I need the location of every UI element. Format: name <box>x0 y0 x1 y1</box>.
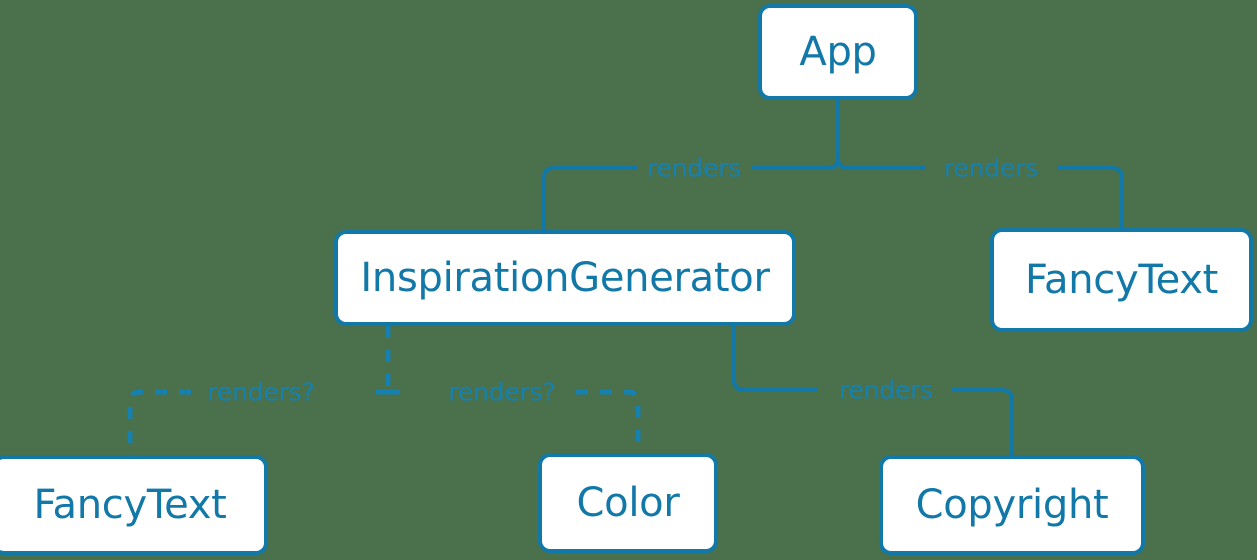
edge-inspiration-to-copyright-left-seg <box>732 326 818 392</box>
edge-label-inspiration-to-color: renders? <box>448 377 556 407</box>
node-color[interactable]: Color <box>538 453 718 553</box>
edge-inspiration-to-copyright-right-seg <box>952 388 1014 455</box>
edge-label-inspiration-to-copyright: renders <box>838 375 934 405</box>
edge-label-app-to-inspiration: renders <box>646 153 742 183</box>
node-copyright-label: Copyright <box>915 482 1109 528</box>
edge-app-to-inspiration-left-seg <box>542 166 637 230</box>
node-fancytext-top-label: FancyText <box>1024 257 1219 303</box>
node-fancytext-top[interactable]: FancyText <box>990 228 1253 332</box>
node-fancytext-bottom-label: FancyText <box>33 482 227 528</box>
edge-app-to-fancytext-right-seg <box>1058 166 1124 228</box>
node-app-label: App <box>799 29 877 75</box>
node-inspiration-generator-label: InspirationGenerator <box>360 255 770 301</box>
edge-inspiration-to-fancytext-dashed <box>127 389 191 455</box>
node-fancytext-bottom[interactable]: FancyText <box>0 455 268 555</box>
edge-inspiration-to-color-dashed <box>576 389 641 453</box>
edge-app-to-fancytext-left-seg <box>836 157 925 170</box>
edge-app-to-inspiration-right-seg <box>752 157 840 170</box>
node-app[interactable]: App <box>758 4 918 100</box>
node-copyright[interactable]: Copyright <box>879 455 1145 555</box>
node-color-label: Color <box>576 480 680 526</box>
edge-label-inspiration-to-fancytext: renders? <box>207 377 315 407</box>
node-inspiration-generator[interactable]: InspirationGenerator <box>334 230 796 326</box>
edge-label-app-to-fancytext: renders <box>943 153 1039 183</box>
